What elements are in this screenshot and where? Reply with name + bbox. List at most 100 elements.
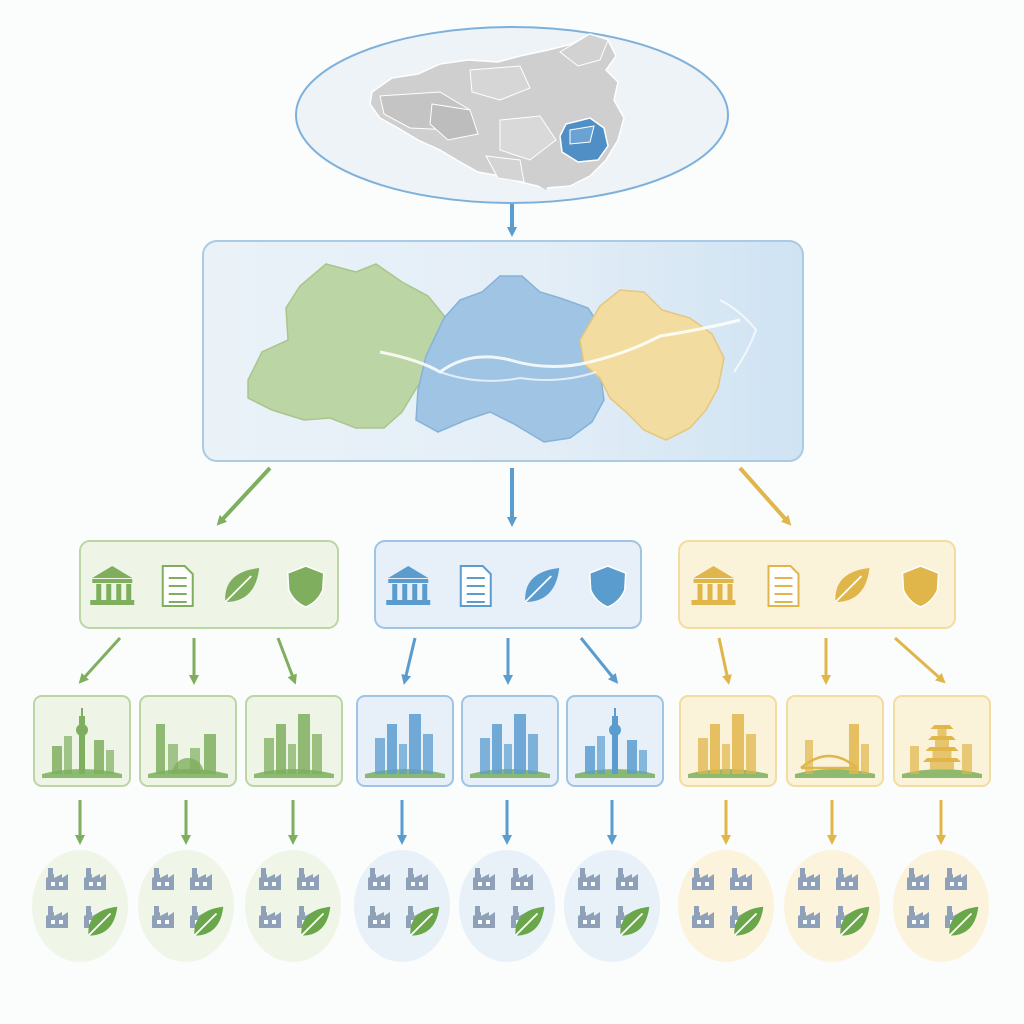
factory-icon bbox=[798, 868, 820, 890]
factory-icon bbox=[511, 868, 533, 890]
leaf-icon bbox=[409, 906, 440, 937]
city-yellow-3 bbox=[893, 695, 991, 787]
enterprise-cluster-blue-3 bbox=[564, 850, 660, 962]
leaf-icon bbox=[224, 568, 260, 603]
group-blue bbox=[354, 540, 664, 962]
factory-icon bbox=[259, 906, 281, 928]
policy-box-green bbox=[79, 540, 339, 629]
factory-icon bbox=[152, 906, 174, 928]
document-icon bbox=[459, 565, 492, 607]
factory-icon bbox=[46, 906, 68, 928]
arrow-policy-yellow-to-city-1 bbox=[717, 637, 732, 685]
arrow-policy-yellow-to-city-3 bbox=[894, 636, 946, 684]
arrow-policy-blue-to-city-3 bbox=[579, 637, 619, 684]
city-skyline-icon bbox=[688, 714, 768, 778]
city-skyline-icon bbox=[365, 714, 445, 778]
shield-icon bbox=[286, 565, 325, 608]
enterprise-ellipse bbox=[784, 850, 880, 962]
region-downstream bbox=[579, 289, 725, 441]
arrow-policy-green-to-city-3 bbox=[276, 637, 297, 685]
factory-icon bbox=[907, 906, 929, 928]
group-yellow bbox=[678, 540, 991, 962]
leaf-icon bbox=[514, 906, 545, 937]
city-skyline-icon bbox=[254, 714, 334, 778]
factory-icon bbox=[368, 868, 390, 890]
country-map-node bbox=[295, 26, 729, 204]
arrow-region-to-green bbox=[216, 466, 272, 526]
city-yellow-1 bbox=[679, 695, 777, 787]
factory-icon bbox=[798, 906, 820, 928]
groups-layer bbox=[32, 540, 991, 962]
city-skyline-icon bbox=[470, 714, 550, 778]
city-green-2 bbox=[139, 695, 237, 787]
leaf-icon bbox=[300, 906, 331, 937]
city-green-3 bbox=[245, 695, 343, 787]
factory-icon bbox=[616, 868, 638, 890]
factory-icon bbox=[259, 868, 281, 890]
city-green-1 bbox=[33, 695, 131, 787]
city-skyline-icon bbox=[902, 725, 982, 778]
factory-icon bbox=[907, 868, 929, 890]
factory-icon bbox=[368, 906, 390, 928]
arrow-policy-green-to-city-1 bbox=[78, 636, 122, 684]
enterprise-ellipse bbox=[32, 850, 128, 962]
enterprise-ellipse bbox=[354, 850, 450, 962]
leaf-icon bbox=[524, 568, 560, 603]
factory-icon bbox=[84, 868, 106, 890]
bank-icon bbox=[90, 566, 135, 605]
arrow-policy-blue-to-city-1 bbox=[401, 637, 417, 685]
document-icon bbox=[161, 565, 194, 607]
river bbox=[379, 318, 741, 374]
enterprise-ellipse bbox=[678, 850, 774, 962]
leaf-icon bbox=[733, 906, 764, 937]
group-green bbox=[32, 540, 343, 962]
bank-icon bbox=[386, 566, 431, 605]
enterprise-ellipse bbox=[893, 850, 989, 962]
leaf-icon bbox=[193, 906, 224, 937]
city-blue-3 bbox=[566, 695, 664, 787]
enterprise-cluster-blue-1 bbox=[354, 850, 450, 962]
factory-icon bbox=[473, 868, 495, 890]
factory-icon bbox=[730, 868, 752, 890]
regional-map-node bbox=[202, 240, 804, 462]
shield-icon bbox=[588, 565, 627, 608]
enterprise-cluster-green-1 bbox=[32, 850, 128, 962]
city-skyline-icon bbox=[795, 724, 875, 778]
policy-box-blue bbox=[374, 540, 642, 629]
factory-icon bbox=[473, 906, 495, 928]
enterprise-cluster-yellow-1 bbox=[678, 850, 774, 962]
leaf-icon bbox=[834, 568, 870, 603]
city-skyline-icon bbox=[575, 708, 655, 778]
enterprise-ellipse bbox=[245, 850, 341, 962]
leaf-icon bbox=[619, 906, 650, 937]
factory-icon bbox=[297, 868, 319, 890]
city-skyline-icon bbox=[148, 724, 228, 778]
country-map-shape bbox=[369, 33, 625, 190]
leaf-icon bbox=[948, 906, 979, 937]
arrow-region-to-yellow bbox=[738, 466, 792, 526]
leaf-icon bbox=[87, 906, 118, 937]
factory-icon bbox=[152, 868, 174, 890]
enterprise-cluster-green-3 bbox=[245, 850, 341, 962]
factory-icon bbox=[945, 868, 967, 890]
enterprise-cluster-yellow-2 bbox=[784, 850, 880, 962]
factory-icon bbox=[190, 868, 212, 890]
city-skyline-icon bbox=[42, 708, 122, 778]
factory-icon bbox=[692, 868, 714, 890]
enterprise-cluster-blue-2 bbox=[459, 850, 555, 962]
factory-icon bbox=[46, 868, 68, 890]
shield-icon bbox=[901, 565, 940, 608]
enterprise-ellipse bbox=[138, 850, 234, 962]
document-icon bbox=[767, 565, 800, 607]
enterprise-cluster-yellow-3 bbox=[893, 850, 989, 962]
city-blue-2 bbox=[461, 695, 559, 787]
leaf-icon bbox=[839, 906, 870, 937]
enterprise-ellipse bbox=[459, 850, 555, 962]
city-blue-1 bbox=[356, 695, 454, 787]
bank-icon bbox=[691, 566, 736, 605]
factory-icon bbox=[578, 906, 600, 928]
factory-icon bbox=[578, 868, 600, 890]
policy-box-yellow bbox=[678, 540, 956, 629]
factory-icon bbox=[406, 868, 428, 890]
